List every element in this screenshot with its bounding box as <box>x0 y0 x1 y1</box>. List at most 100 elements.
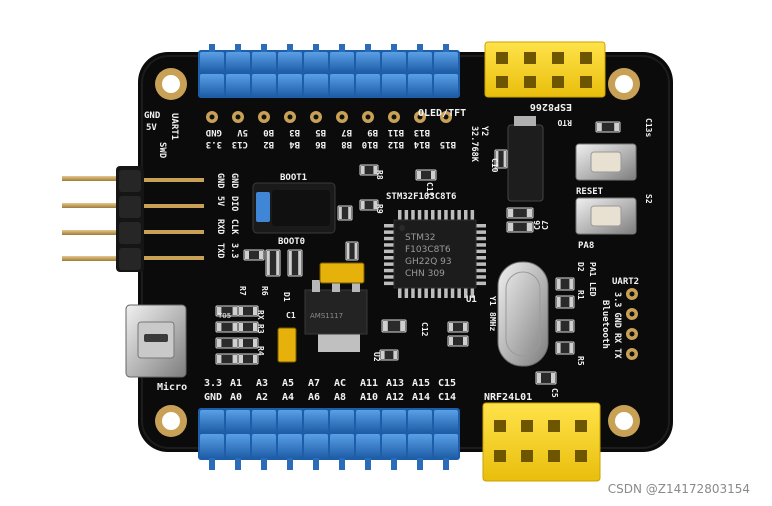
label-gnd: GND <box>144 111 161 121</box>
bottom-pin-label: A8 <box>334 392 346 403</box>
chip-line-4: CHN 309 <box>405 269 445 279</box>
bottom-pin-label: A14 <box>412 392 430 403</box>
header-pin-block <box>408 52 432 72</box>
header-pin-block <box>330 434 354 458</box>
socket-hole <box>552 76 564 88</box>
top-pin-label: C13 <box>232 139 248 149</box>
rx-label: RX <box>256 310 265 320</box>
smd-part <box>506 207 534 219</box>
top-pin-label: B11 <box>388 127 404 137</box>
crystal-32k <box>507 116 544 202</box>
header-pin-block <box>408 434 432 458</box>
header-pin-block <box>278 434 302 458</box>
r4-label: R4 <box>256 346 265 356</box>
swd-dio: DIO <box>229 196 239 211</box>
c6-label: C6 <box>533 220 542 230</box>
bottom-pin-label: 3.3 <box>204 378 222 389</box>
uart1-txd: TXD <box>215 243 225 258</box>
bottom-pin-label: A13 <box>386 378 404 389</box>
pa1-label: PA1 <box>588 262 597 277</box>
top-pin-label: B6 <box>315 139 326 149</box>
reset-button <box>575 143 637 181</box>
top-pin-label: B10 <box>362 139 378 149</box>
socket-hole <box>524 52 536 64</box>
header-pin-block <box>252 74 276 96</box>
top-pin-label: B13 <box>414 127 430 137</box>
bottom-pin-label: A6 <box>308 392 320 403</box>
header-pin-block <box>226 74 250 96</box>
uart1-rxd: RXD <box>215 219 225 234</box>
esp8266-socket <box>484 41 606 98</box>
header-pin-block <box>382 52 406 72</box>
bottom-pin-label: A1 <box>230 378 242 389</box>
header-pin-block <box>382 410 406 432</box>
bottom-pin-label: GND <box>204 392 222 403</box>
u1-label: U1 <box>466 295 477 305</box>
swd-33: 3.3 <box>229 243 239 258</box>
header-pin-block <box>356 410 380 432</box>
esp8266-label: ESP8266 <box>530 101 572 112</box>
ams1117-label: AMS1117 <box>310 312 343 320</box>
header-pin-block <box>200 74 224 96</box>
socket-hole <box>496 76 508 88</box>
bottom-pin-label: C15 <box>438 378 456 389</box>
header-pin-block <box>434 434 458 458</box>
header-pin-block <box>356 74 380 96</box>
c7-label: C7 <box>541 220 550 230</box>
bottom-pin-label: A10 <box>360 392 378 403</box>
led-label: LED <box>588 282 597 297</box>
left-pin-header <box>62 166 204 272</box>
header-pin-block <box>356 52 380 72</box>
label-5v: 5V <box>146 123 157 133</box>
header-pin-block <box>200 52 224 72</box>
smd-part <box>506 221 534 233</box>
header-pin-block <box>330 410 354 432</box>
header-pin-block <box>382 434 406 458</box>
top-pin-label: B8 <box>341 139 352 149</box>
header-pin-block <box>304 434 328 458</box>
header-pin-block <box>304 52 328 72</box>
header-pin-block <box>252 434 276 458</box>
crystal-32k-label: 32.768K <box>469 126 479 163</box>
boot0-label: BOOT0 <box>278 237 305 247</box>
uart2-pads <box>626 288 638 360</box>
pa8-button <box>575 197 637 235</box>
bottom-pin-label: A4 <box>282 392 294 403</box>
uart1-5v: 5V <box>215 196 225 206</box>
r1-label: R1 <box>576 290 585 300</box>
label-swd: SWD <box>157 142 167 159</box>
bottom-pin-label: A12 <box>386 392 404 403</box>
bottom-pin-label: A7 <box>308 378 320 389</box>
r6-label: R6 <box>260 286 269 296</box>
header-pin-block <box>226 52 250 72</box>
header-pin-block <box>200 410 224 432</box>
mounting-holes <box>155 68 640 437</box>
mcu-silk-label: STM32F103C8T6 <box>386 192 456 202</box>
top-pin-label: GND <box>205 127 222 137</box>
c11-label: C11 <box>425 182 434 197</box>
header-pin-block <box>252 410 276 432</box>
oled-tft-label: OLED/TFT <box>418 108 466 119</box>
socket-hole <box>521 420 533 432</box>
header-pin-block <box>226 434 250 458</box>
header-pin-block <box>434 74 458 96</box>
bottom-pin-label: C14 <box>438 392 456 403</box>
c12-label: C12 <box>420 322 429 337</box>
top-pin-label: B12 <box>388 139 404 149</box>
bluetooth-label: Bluetooth <box>600 300 610 349</box>
chip-line-1: STM32 <box>405 233 435 243</box>
stm32-mcu <box>384 210 486 298</box>
top-pin-label: 5V <box>237 127 248 137</box>
socket-hole <box>521 450 533 462</box>
top-pin-label: B7 <box>341 127 352 137</box>
reset-label: RESET <box>576 187 604 197</box>
crystal-8mhz <box>497 261 549 367</box>
bottom-pin-label: A11 <box>360 378 378 389</box>
header-pin-block <box>278 410 302 432</box>
r8-label: R8 <box>375 170 384 180</box>
header-pin-block <box>434 52 458 72</box>
header-pin-block <box>278 52 302 72</box>
socket-hole <box>548 420 560 432</box>
label-uart1: UART1 <box>169 113 179 140</box>
